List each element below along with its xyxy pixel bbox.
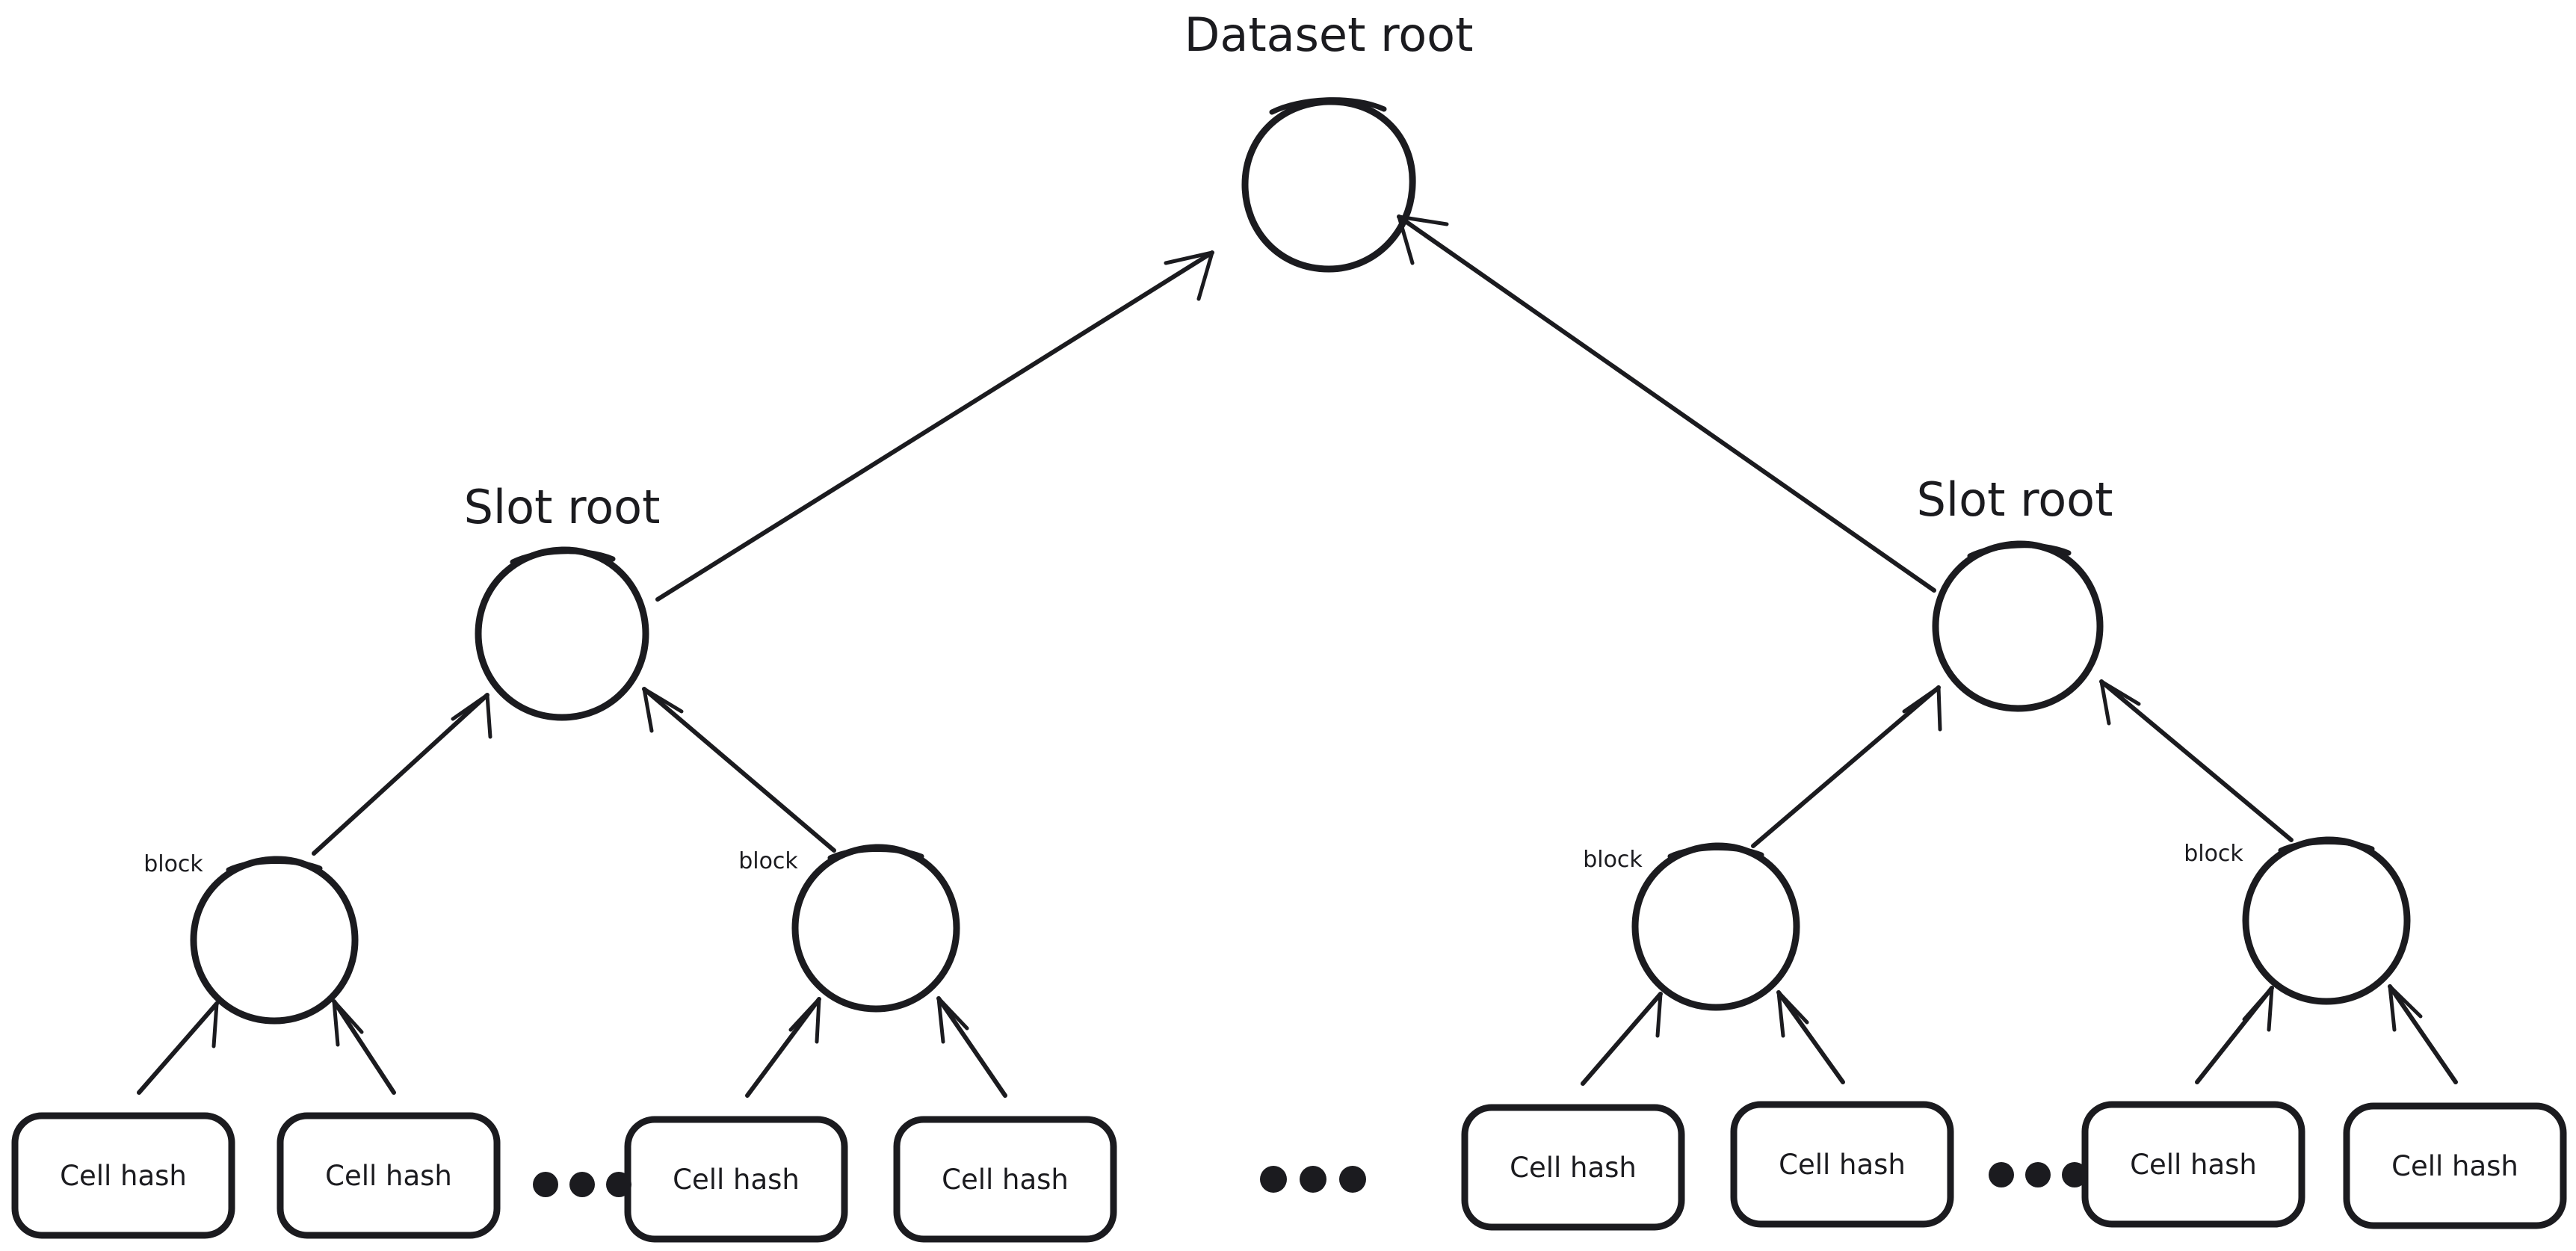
block-1-sketch-overstroke [226, 859, 323, 873]
dataset-root-label: Dataset root [1184, 7, 1474, 62]
block-3-label: block [1583, 847, 1643, 873]
cell-hash-8-label: Cell hash [2391, 1150, 2518, 1182]
block-2-node[interactable] [791, 844, 960, 1013]
cell-hash-6-label: Cell hash [1779, 1149, 1906, 1181]
dataset-root-circle [1241, 98, 1416, 273]
cell-hash-2-box [277, 1112, 501, 1239]
ellipsis-right: ... [1989, 1162, 2087, 1187]
block-1-node[interactable] [190, 856, 359, 1025]
dataset-root-node[interactable] [1241, 97, 1416, 273]
edge-group-cellhash-to-block [137, 984, 2458, 1098]
slot-root-left-circle [475, 546, 649, 721]
slot-root-right-sketch-overstroke [1967, 543, 2072, 559]
cell-hash-5-box [1461, 1104, 1685, 1231]
ellipsis-dot [1260, 1166, 1287, 1193]
slot-root-left-node[interactable] [475, 546, 649, 721]
block-4-sketch-overstroke [2278, 839, 2375, 853]
edge-cell-hash-8-to-block-4 [2388, 984, 2458, 1084]
ellipsis-dot [1339, 1166, 1366, 1193]
edge-group-block-to-slotroot [312, 679, 2294, 856]
block-4-node[interactable] [2242, 836, 2411, 1005]
edge-cell-hash-5-to-block-3 [1581, 992, 1663, 1086]
slot-root-right-label: Slot root [1917, 472, 2113, 527]
slot-root-left-label: Slot root [464, 480, 661, 534]
edge-block-4-to-slot-root-right [2099, 679, 2294, 842]
cell-hash-5-node[interactable]: Cell hash [1461, 1104, 1685, 1231]
edge-cell-hash-1-to-block-1 [137, 1001, 219, 1095]
edge-cell-hash-6-to-block-3 [1776, 990, 1845, 1084]
cell-hash-8-node[interactable]: Cell hash [2343, 1102, 2567, 1229]
cell-hash-2-label: Cell hash [325, 1160, 452, 1192]
edge-block-2-to-slot-root-left [642, 687, 836, 853]
slot-root-left-sketch-overstroke [510, 549, 616, 565]
edge-cell-hash-3-to-block-2 [745, 997, 821, 1098]
block-2-sketch-overstroke [827, 847, 924, 861]
block-2-label: block [738, 848, 798, 874]
ellipsis-dot [606, 1172, 631, 1197]
dataset-root-sketch-overstroke [1269, 97, 1387, 115]
cell-hash-1-label: Cell hash [60, 1160, 187, 1192]
cell-hash-3-label: Cell hash [673, 1164, 800, 1196]
block-4-label: block [2184, 841, 2243, 867]
cell-hash-2-node[interactable]: Cell hash [277, 1112, 501, 1239]
cell-hash-1-node[interactable]: Cell hash [11, 1112, 235, 1239]
ellipsis-dot [2025, 1162, 2051, 1187]
cell-hash-7-box [2081, 1101, 2305, 1228]
edge-slot-root-left-to-dataset-root [655, 250, 1214, 602]
ellipsis-dot [2062, 1162, 2087, 1187]
cell-hash-4-node[interactable]: Cell hash [893, 1116, 1117, 1243]
edge-cell-hash-2-to-block-1 [332, 999, 396, 1095]
cell-hash-4-label: Cell hash [942, 1164, 1069, 1196]
cell-hash-1-box [11, 1112, 235, 1239]
ellipsis-middle: ... [1260, 1166, 1366, 1193]
edge-block-1-to-slot-root-left [312, 693, 492, 856]
cell-hash-7-label: Cell hash [2130, 1149, 2257, 1181]
slot-root-right-circle [1932, 540, 2104, 712]
cell-hash-3-node[interactable]: Cell hash [624, 1116, 848, 1243]
ellipsis-dot [533, 1172, 558, 1197]
ellipsis-dot [1300, 1166, 1326, 1193]
block-3-sketch-overstroke [1667, 845, 1764, 859]
block-2-circle [791, 844, 960, 1013]
cell-hash-6-node[interactable]: Cell hash [1730, 1101, 1954, 1228]
cell-hash-7-node[interactable]: Cell hash [2081, 1101, 2305, 1228]
block-3-circle [1631, 842, 1800, 1011]
cell-hash-8-box [2343, 1102, 2567, 1229]
block-4-circle [2242, 836, 2411, 1005]
edge-slot-root-right-to-dataset-root [1397, 214, 1936, 593]
edge-block-3-to-slot-root-right [1751, 685, 1942, 848]
edge-group-slotroot-to-datasetroot [655, 214, 1936, 602]
ellipsis-dot [569, 1172, 595, 1197]
block-1-circle [190, 856, 359, 1025]
edge-cell-hash-7-to-block-4 [2195, 986, 2274, 1084]
block-1-label: block [143, 851, 203, 877]
cell-hash-5-label: Cell hash [1510, 1152, 1637, 1184]
ellipsis-left: ... [533, 1172, 631, 1197]
cell-hash-4-box [893, 1116, 1117, 1243]
cell-hash-6-box [1730, 1101, 1954, 1228]
block-3-node[interactable] [1631, 842, 1800, 1011]
edge-cell-hash-4-to-block-2 [936, 996, 1007, 1098]
slot-root-right-node[interactable] [1932, 540, 2104, 712]
ellipsis-dot [1989, 1162, 2014, 1187]
